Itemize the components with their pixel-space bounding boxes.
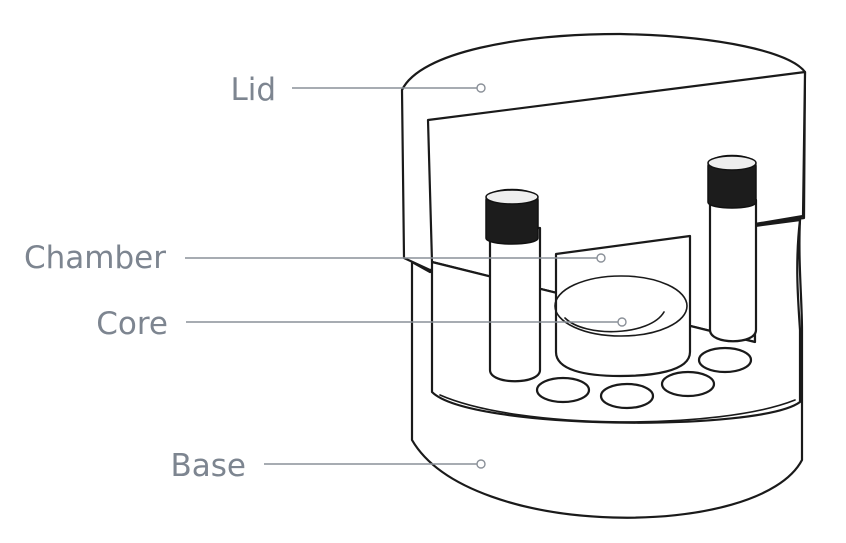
core-leader-dot [617,317,627,327]
callout-core: Core [96,306,627,342]
chamber-leader-dot [596,253,606,263]
left-tube [488,226,542,383]
chamber-rim [554,275,688,337]
chamber-label: Chamber [24,240,166,276]
right-tube [708,198,758,343]
tray-hole [697,346,753,374]
base-label: Base [171,448,247,484]
callout-chamber: Chamber [24,240,606,276]
tray-floor [439,394,796,423]
device-illustration [400,32,807,519]
chamber-wall [554,234,692,378]
callout-base: Base [171,448,486,484]
tray-hole [535,376,591,404]
core-label: Core [96,306,168,342]
lid-leader-dot [476,83,486,93]
base-leader-dot [476,459,486,469]
tray-hole [660,370,716,398]
right-tube-cap-top [707,155,757,171]
tray-hole [599,382,655,410]
core-element [564,311,665,333]
callout-lid: Lid [230,72,486,108]
lid-label: Lid [230,72,276,108]
left-tube-cap-top [485,189,539,205]
